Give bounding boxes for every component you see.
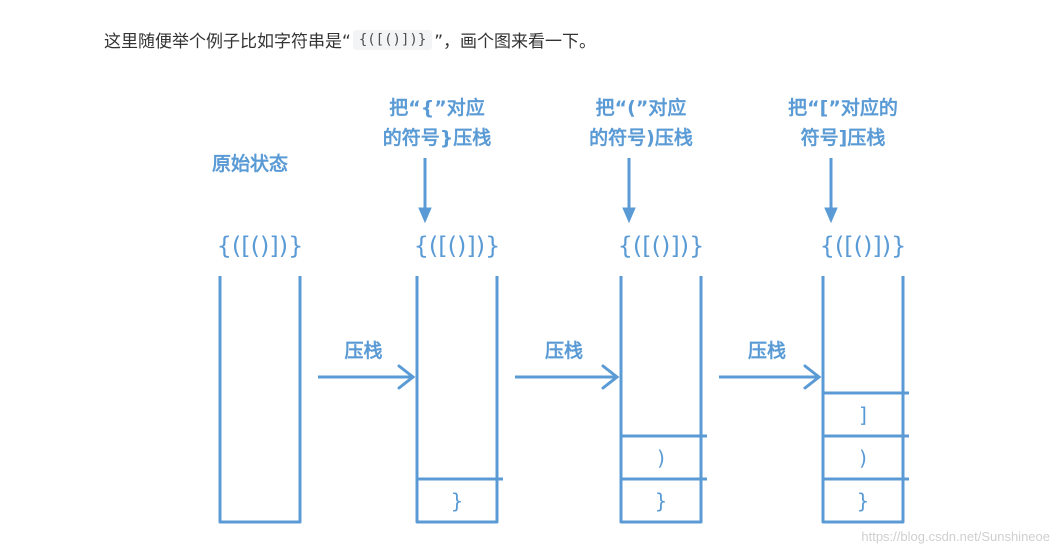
stack-cell-3-1: ) <box>859 446 867 470</box>
intro-sentence: 这里随便举个例子比如字符串是“ {([()])} ”，画个图来看一下。 <box>104 27 596 52</box>
input-string-1: {([()])} <box>414 232 501 260</box>
stack-state-3 <box>821 276 909 524</box>
stack-cell-3-0: ] <box>859 403 867 427</box>
stack-state-0 <box>218 276 302 524</box>
state-caption-3-line-0: 把“[”对应的 <box>788 96 898 119</box>
intro-text-after: ”，画个图来看一下。 <box>434 32 597 52</box>
stack-container-1 <box>415 276 499 524</box>
stack-container-2 <box>619 276 703 524</box>
state-caption-2-line-1: 的符号)压栈 <box>589 126 693 149</box>
push-arrow-head-2 <box>803 364 822 390</box>
stack-state-1 <box>415 276 503 524</box>
input-string-3: {([()])} <box>820 232 907 260</box>
intro-text-before: 这里随便举个例子比如字符串是“ <box>104 32 351 52</box>
input-string-0: {([()])} <box>217 232 304 260</box>
stack-state-2 <box>619 276 707 524</box>
pointer-arrow-head-2 <box>622 207 636 224</box>
stack-container-0 <box>218 276 302 524</box>
push-label-1: 压栈 <box>545 339 583 362</box>
push-arrow-head-1 <box>601 364 620 390</box>
state-caption-1-line-0: 把“{”对应 <box>389 96 485 119</box>
intro-code-string: {([()])} <box>352 29 433 50</box>
watermark: https://blog.csdn.net/Sunshineoe <box>861 529 1050 544</box>
stack-cell-1-0: } <box>451 489 464 513</box>
state-caption-0-line-0: 原始状态 <box>212 152 288 175</box>
state-caption-3-line-1: 符号]压栈 <box>801 126 886 149</box>
stack-container-3 <box>821 276 905 524</box>
pointer-arrow-head-3 <box>824 207 838 224</box>
stack-cell-3-2: } <box>857 489 870 513</box>
pointer-arrow-head-1 <box>418 207 432 224</box>
state-caption-2-line-0: 把“(”对应 <box>596 96 687 119</box>
stack-cell-2-0: ) <box>657 446 665 470</box>
push-arrow-head-0 <box>397 364 416 390</box>
push-label-0: 压栈 <box>344 339 382 362</box>
stack-cell-2-1: } <box>655 489 668 513</box>
state-caption-1-line-1: 的符号}压栈 <box>383 126 492 149</box>
input-string-2: {([()])} <box>618 232 705 260</box>
push-label-2: 压栈 <box>748 339 786 362</box>
